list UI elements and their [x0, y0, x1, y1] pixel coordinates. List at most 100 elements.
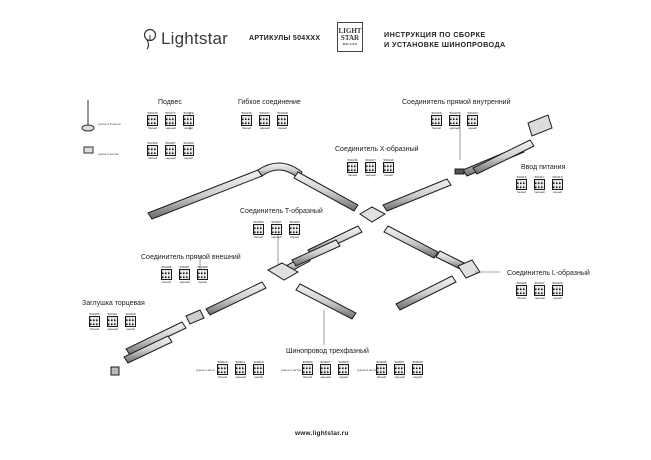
- section-title-busbar: Шинопровод трехфазный: [286, 348, 369, 355]
- qr-code-icon: [107, 316, 118, 327]
- article-code: 504016: [217, 360, 228, 364]
- article-code: 504119: [552, 175, 563, 179]
- instruction-line2: И УСТАНОВКЕ ШИНОПРОВОДА: [384, 40, 506, 49]
- color-label: серый: [184, 126, 193, 130]
- qr-code-icon: [394, 364, 405, 375]
- qr-code-icon: [147, 145, 158, 156]
- article-code: 504196: [147, 141, 158, 145]
- section-title-straight-outer: Соединитель прямой внешний: [141, 254, 241, 261]
- qr-code-icon: [165, 145, 176, 156]
- article-code: 504189: [197, 265, 208, 269]
- color-label: белый: [348, 173, 357, 177]
- qr-item: 504029 серый: [337, 360, 350, 379]
- rail-segment: [395, 275, 457, 311]
- qr-code-icon: [253, 224, 264, 235]
- qr-code-icon: [125, 316, 136, 327]
- qr-item: 504136 белый: [240, 111, 253, 130]
- qr-item: 504026 белый: [301, 360, 314, 379]
- color-label: серый: [339, 375, 348, 379]
- instruction-title: ИНСТРУКЦИЯ ПО СБОРКЕ И УСТАНОВКЕ ШИНОПРО…: [384, 30, 506, 50]
- article-code: 504186: [161, 265, 172, 269]
- articles-label: АРТИКУЛЫ 504XXX: [249, 35, 321, 42]
- color-label: серый: [126, 327, 135, 331]
- article-code: 504149: [383, 158, 394, 162]
- article-code: 504187: [179, 265, 190, 269]
- article-code: 504136: [241, 111, 252, 115]
- section-title-suspension: Подвес: [158, 99, 182, 106]
- article-code: 504127: [534, 281, 545, 285]
- qr-code-icon: [289, 224, 300, 235]
- qr-item: 504119 серый: [551, 175, 564, 194]
- qr-code-icon: [241, 115, 252, 126]
- article-code: 504177: [165, 111, 176, 115]
- color-label: черный: [271, 235, 282, 239]
- suspension-clip: [83, 146, 94, 154]
- color-label: серый: [254, 375, 263, 379]
- brand-logo: Lightstar: [143, 28, 228, 50]
- article-code: 504029: [338, 360, 349, 364]
- color-label: серый: [553, 190, 562, 194]
- qr-code-icon: [217, 364, 228, 375]
- color-label: черный: [320, 375, 331, 379]
- color-label: белый: [242, 126, 251, 130]
- qr-code-icon: [449, 115, 460, 126]
- color-label: белый: [254, 235, 263, 239]
- article-code: 504179: [183, 111, 194, 115]
- busbar-note-2: длина 2 метра: [281, 368, 302, 372]
- color-label: серый: [413, 375, 422, 379]
- brand-name: Lightstar: [161, 29, 229, 48]
- qr-item: 504179 серый: [182, 111, 195, 130]
- article-code: 504176: [147, 111, 158, 115]
- color-label: черный: [107, 327, 118, 331]
- color-label: серый: [184, 156, 193, 160]
- article-code: 504129: [552, 281, 563, 285]
- qr-code-icon: [534, 179, 545, 190]
- busbar-note-3: длина 3 метра: [357, 368, 378, 372]
- qr-code-icon: [552, 179, 563, 190]
- article-code: 504019: [253, 360, 264, 364]
- qr-code-icon: [161, 269, 172, 280]
- qr-code-icon: [516, 179, 527, 190]
- color-label: черный: [165, 156, 176, 160]
- section-title-power-feed: Ввод питания: [521, 164, 566, 171]
- qr-code-icon: [467, 115, 478, 126]
- article-code: 504169: [125, 312, 136, 316]
- qr-code-icon: [552, 285, 563, 296]
- color-label: черный: [534, 190, 545, 194]
- section-title-flex: Гибкое соединение: [238, 99, 301, 106]
- rail-segment: [295, 283, 357, 320]
- rail-segment: [472, 139, 535, 175]
- color-label: белый: [303, 375, 312, 379]
- article-code: 504026: [302, 360, 313, 364]
- section-title-end-cap: Заглушка торцевая: [82, 300, 145, 307]
- article-code: 504116: [516, 175, 527, 179]
- qr-item: 504019 серый: [252, 360, 265, 379]
- suspension-note-a: длина 1,5 метра: [98, 122, 121, 126]
- x-connector: [359, 206, 387, 223]
- rail-segment: [291, 239, 341, 267]
- footer-url[interactable]: www.lightstar.ru: [295, 430, 349, 437]
- badge-line1: LIGHT: [338, 27, 362, 35]
- straight-outer-connector: [185, 309, 205, 325]
